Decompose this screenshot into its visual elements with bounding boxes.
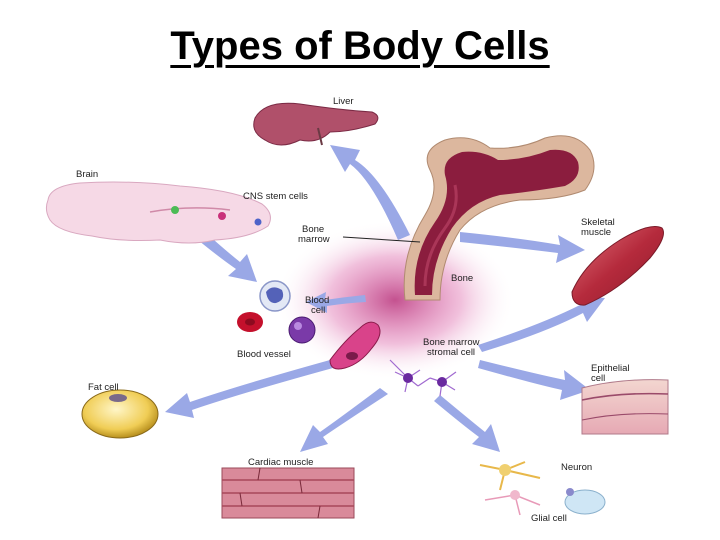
arrow-to-skeletal-from-stromal xyxy=(478,296,605,352)
label-cardiac-muscle: Cardiac muscle xyxy=(248,457,313,468)
label-blood-cell-1: Blood xyxy=(305,295,329,306)
stem-cell-green xyxy=(171,206,179,214)
label-blood-vessel: Blood vessel xyxy=(237,349,291,360)
cardiac-muscle-illustration xyxy=(221,467,355,519)
arrow-to-skeletal-muscle xyxy=(460,232,585,263)
label-stromal-1: Bone marrow xyxy=(423,337,480,348)
label-fat-cell: Fat cell xyxy=(88,382,119,393)
blood-cells-illustration xyxy=(237,280,316,344)
label-cns-stem-cells: CNS stem cells xyxy=(243,191,308,202)
label-liver: Liver xyxy=(333,96,354,107)
label-skeletal-2: muscle xyxy=(581,227,611,238)
page-title: Types of Body Cells xyxy=(170,24,550,68)
label-bone-marrow-2: marrow xyxy=(298,234,330,245)
label-bone-marrow-1: Bone xyxy=(302,224,324,235)
central-glow xyxy=(275,220,515,380)
arrows xyxy=(165,145,605,452)
stem-cell-blue xyxy=(254,218,262,226)
label-neuron: Neuron xyxy=(561,462,592,473)
epithelial-illustration xyxy=(581,379,669,435)
arrow-to-fat xyxy=(165,360,333,418)
fat-cell-illustration xyxy=(81,389,159,439)
arrow-to-epithelial xyxy=(478,360,590,400)
liver-illustration xyxy=(253,102,379,146)
label-brain: Brain xyxy=(76,169,98,180)
label-skeletal-1: Skeletal xyxy=(581,217,615,228)
arrow-to-neuron xyxy=(434,395,500,452)
arrow-to-blood-cells xyxy=(306,292,366,313)
stromal-cells-illustration xyxy=(389,359,457,397)
diagram-labels: Liver Brain CNS stem cells Bone marrow S… xyxy=(76,96,630,524)
label-blood-cell-2: cell xyxy=(311,305,325,316)
blood-vessel-cell xyxy=(329,321,381,370)
brain-illustration xyxy=(45,181,271,244)
stem-cell-magenta xyxy=(218,212,226,220)
label-epithelial-1: Epithelial xyxy=(591,363,630,374)
bone-marrow-pointer xyxy=(342,236,421,243)
arrow-to-liver xyxy=(330,145,410,240)
label-stromal-2: stromal cell xyxy=(427,347,475,358)
arrow-to-cardiac xyxy=(300,388,388,452)
label-bone: Bone xyxy=(451,273,473,284)
neuron-glial-illustration xyxy=(479,461,606,516)
bone xyxy=(403,135,595,301)
skeletal-muscle-illustration xyxy=(571,226,664,306)
label-glial-cell: Glial cell xyxy=(531,513,567,524)
arrow-from-brain xyxy=(198,232,257,282)
label-epithelial-2: cell xyxy=(591,373,605,384)
